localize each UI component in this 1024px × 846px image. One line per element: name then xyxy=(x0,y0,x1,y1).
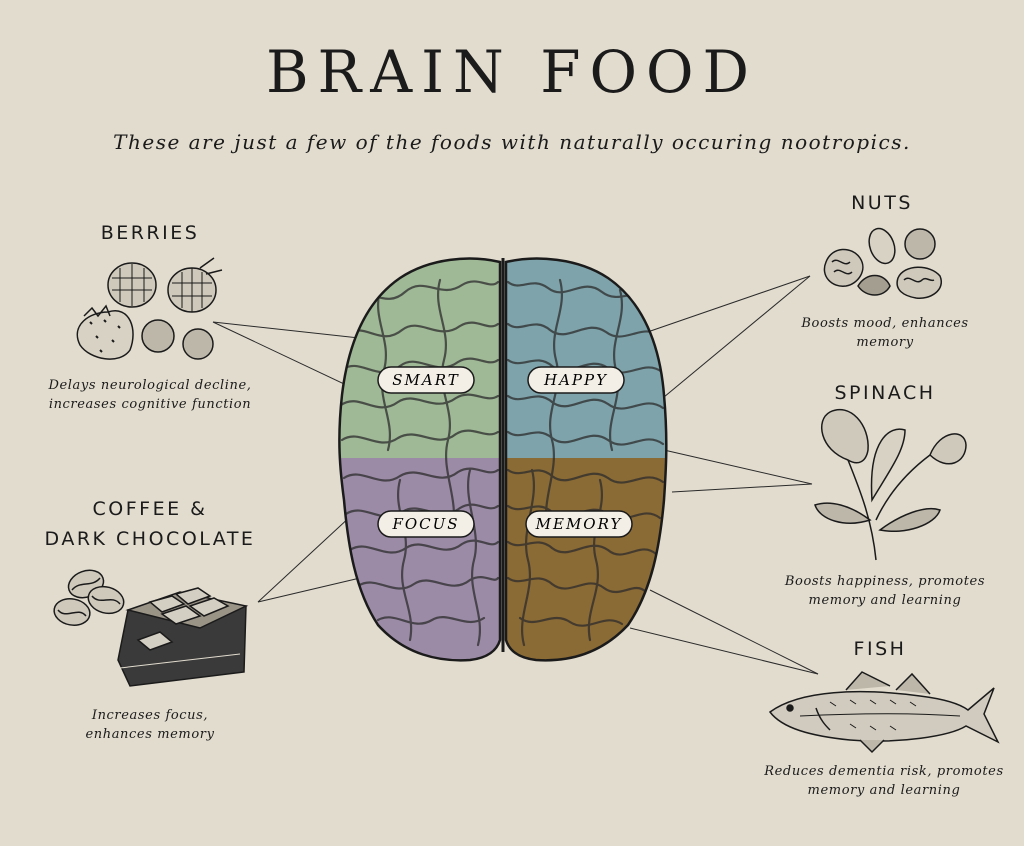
svg-text:HAPPY: HAPPY xyxy=(543,371,608,389)
food-desc-fish-line-1: Reduces dementia risk, promotes xyxy=(764,764,1004,779)
memory-region xyxy=(506,458,667,661)
connector-fish-memory xyxy=(649,589,819,675)
berries-icon xyxy=(76,257,223,360)
food-desc-fish: Reduces dementia risk, promotes memory a… xyxy=(750,762,1018,800)
food-desc-spinach: Boosts happiness, promotes memory and le… xyxy=(760,572,1010,610)
region-label-focus: FOCUS xyxy=(377,510,475,538)
fish-icon xyxy=(768,671,1000,754)
food-heading-coffee: COFFEE & DARK CHOCOLATE xyxy=(20,494,280,554)
brain-left-hemisphere xyxy=(338,257,502,662)
connector-nuts-happy xyxy=(635,275,811,337)
food-desc-spinach-line-2: memory and learning xyxy=(808,593,962,608)
connector-fish-memory-2 xyxy=(629,627,819,675)
page-subtitle: These are just a few of the foods with n… xyxy=(113,130,911,154)
region-label-happy: HAPPY xyxy=(527,366,625,394)
food-heading-fish: FISH xyxy=(853,638,907,660)
region-label-memory: MEMORY xyxy=(525,510,633,538)
happy-region xyxy=(506,258,667,458)
brain-right-hemisphere xyxy=(504,257,668,662)
connector-spinach-happy xyxy=(663,449,813,485)
food-heading-coffee-line-1: COFFEE & xyxy=(92,498,208,520)
svg-text:SMART: SMART xyxy=(392,371,460,389)
spinach-icon xyxy=(814,409,967,561)
food-desc-fish-line-2: memory and learning xyxy=(807,783,961,798)
left-gyri xyxy=(339,278,500,647)
food-desc-spinach-line-1: Boosts happiness, promotes xyxy=(784,574,986,589)
food-heading-spinach: SPINACH xyxy=(834,382,936,404)
svg-text:MEMORY: MEMORY xyxy=(535,515,623,533)
food-desc-coffee-line-1: Increases focus, xyxy=(91,708,209,723)
connector-coffee-focus xyxy=(257,514,353,603)
connector-spinach-memory xyxy=(671,483,813,493)
food-heading-nuts: NUTS xyxy=(851,192,913,214)
connector-nuts-happy-2 xyxy=(657,275,811,403)
food-heading-berries: BERRIES xyxy=(100,222,200,244)
svg-text:FOCUS: FOCUS xyxy=(391,515,459,533)
coffee-chocolate-icon xyxy=(53,569,249,687)
food-desc-nuts-line-1: Boosts mood, enhances xyxy=(801,316,969,331)
nuts-icon xyxy=(823,227,943,299)
food-desc-berries-line-1: Delays neurological decline, xyxy=(48,378,252,393)
connector-lines xyxy=(212,275,819,675)
food-desc-nuts: Boosts mood, enhances memory xyxy=(780,314,990,352)
page-title: BRAIN FOOD xyxy=(265,38,759,106)
food-desc-nuts-line-2: memory xyxy=(856,335,914,350)
food-desc-berries-line-2: increases cognitive function xyxy=(48,397,252,412)
food-heading-coffee-line-2: DARK CHOCOLATE xyxy=(44,528,256,550)
food-desc-coffee: Increases focus, enhances memory xyxy=(40,706,260,744)
food-desc-berries: Delays neurological decline, increases c… xyxy=(20,376,280,414)
connector-coffee-focus-2 xyxy=(257,577,361,603)
food-desc-coffee-line-2: enhances memory xyxy=(85,727,215,742)
region-label-smart: SMART xyxy=(377,366,475,394)
